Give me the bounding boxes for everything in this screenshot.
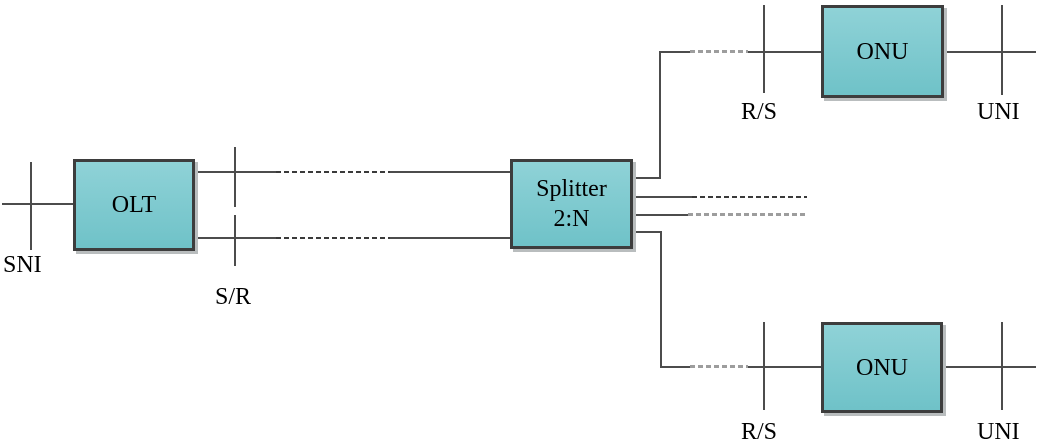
onu-top-node-label: ONU <box>856 38 909 65</box>
splitter-output-mid2-dashed <box>688 213 807 216</box>
rs-bottom-interface-tick <box>763 322 765 410</box>
rs-top-interface-tick <box>763 5 765 93</box>
rs-top-label: R/S <box>741 99 778 125</box>
splitter-node-label-line2: 2:N <box>553 206 590 232</box>
uni-bottom-interface-tick <box>1001 322 1003 410</box>
branch-bottom-dashed <box>690 365 748 368</box>
branch-top-dashed <box>690 50 748 53</box>
uni-top-connector-line <box>944 51 1036 53</box>
onu-bottom-node-label: ONU <box>856 354 908 381</box>
sr-interface-tick-upper <box>234 147 236 207</box>
rs-bottom-label: R/S <box>741 419 778 440</box>
trunk-upper-fiber-dashed <box>276 171 390 173</box>
branch-bottom-solid-right <box>748 366 821 368</box>
uni-top-label: UNI <box>977 99 1020 125</box>
sni-interface-tick <box>30 162 32 250</box>
sni-connector-line <box>2 203 73 205</box>
splitter-node: Splitter 2:N <box>510 159 633 249</box>
uni-top-interface-tick <box>1001 5 1003 95</box>
splitter-output-mid1-dashed <box>692 196 807 198</box>
splitter-output-mid1-solid <box>633 196 692 198</box>
branch-bottom-solid-left <box>660 366 690 368</box>
onu-top-node: ONU <box>821 5 944 98</box>
splitter-output-mid2-solid <box>633 214 688 216</box>
splitter-to-onu-bottom-riser <box>660 231 662 368</box>
sni-label: SNI <box>3 252 42 278</box>
splitter-output-bottom-stub <box>633 231 662 233</box>
uni-bottom-connector-line <box>943 366 1036 368</box>
trunk-lower-fiber-dashed <box>276 237 390 239</box>
branch-top-solid-left <box>659 51 690 53</box>
olt-node-label: OLT <box>111 192 157 218</box>
branch-top-solid-right <box>748 51 821 53</box>
trunk-upper-fiber-solid-right <box>390 171 510 173</box>
sr-label: S/R <box>215 284 252 310</box>
onu-bottom-node: ONU <box>821 322 943 413</box>
uni-bottom-label: UNI <box>977 419 1020 440</box>
olt-node: OLT <box>73 159 195 251</box>
sr-interface-tick-lower <box>234 215 236 266</box>
splitter-node-label-line1: Splitter <box>536 176 607 202</box>
splitter-output-top-stub <box>633 177 661 179</box>
trunk-lower-fiber-solid-right <box>390 237 510 239</box>
splitter-to-onu-top-riser <box>659 51 661 179</box>
